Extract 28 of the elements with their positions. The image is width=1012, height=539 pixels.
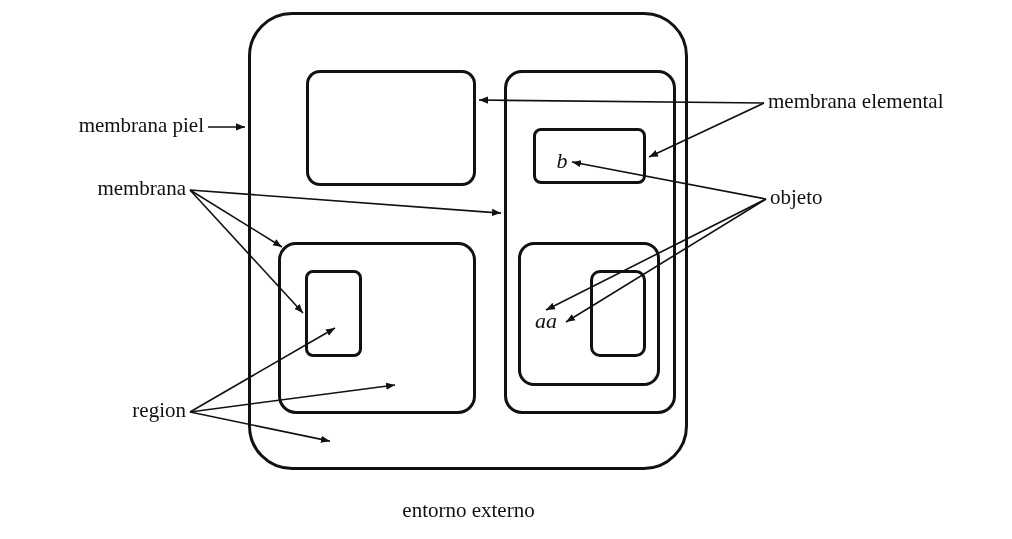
membrane-box xyxy=(518,242,660,386)
membrane-box xyxy=(278,242,476,414)
callout-label: region xyxy=(132,400,186,421)
leader-arrow xyxy=(478,96,765,104)
membrane-box xyxy=(306,70,476,186)
leader-arrow xyxy=(648,102,765,158)
leader-arrow xyxy=(189,189,304,314)
leader-arrow xyxy=(545,198,767,311)
leader-arrow xyxy=(189,327,336,413)
leader-arrow xyxy=(207,123,246,131)
object-symbol: aa xyxy=(535,310,557,332)
leader-arrow xyxy=(571,160,767,200)
object-symbol: b xyxy=(556,150,568,172)
membrane-box xyxy=(533,128,646,184)
membrane-box xyxy=(504,70,676,414)
leader-arrow xyxy=(189,189,283,248)
membrane-box xyxy=(248,12,688,470)
leader-arrow xyxy=(189,382,396,413)
callout-label: objeto xyxy=(770,187,823,208)
leader-arrow xyxy=(189,411,331,443)
membrane-box xyxy=(590,270,646,357)
caption-label: entorno externo xyxy=(401,498,536,523)
callout-label: membrana xyxy=(97,178,186,199)
leader-arrow xyxy=(189,189,502,217)
membrane-box xyxy=(305,270,362,357)
callout-label: membrana elemental xyxy=(768,91,944,112)
callout-label: membrana piel xyxy=(78,115,204,136)
leader-arrow xyxy=(565,198,767,323)
